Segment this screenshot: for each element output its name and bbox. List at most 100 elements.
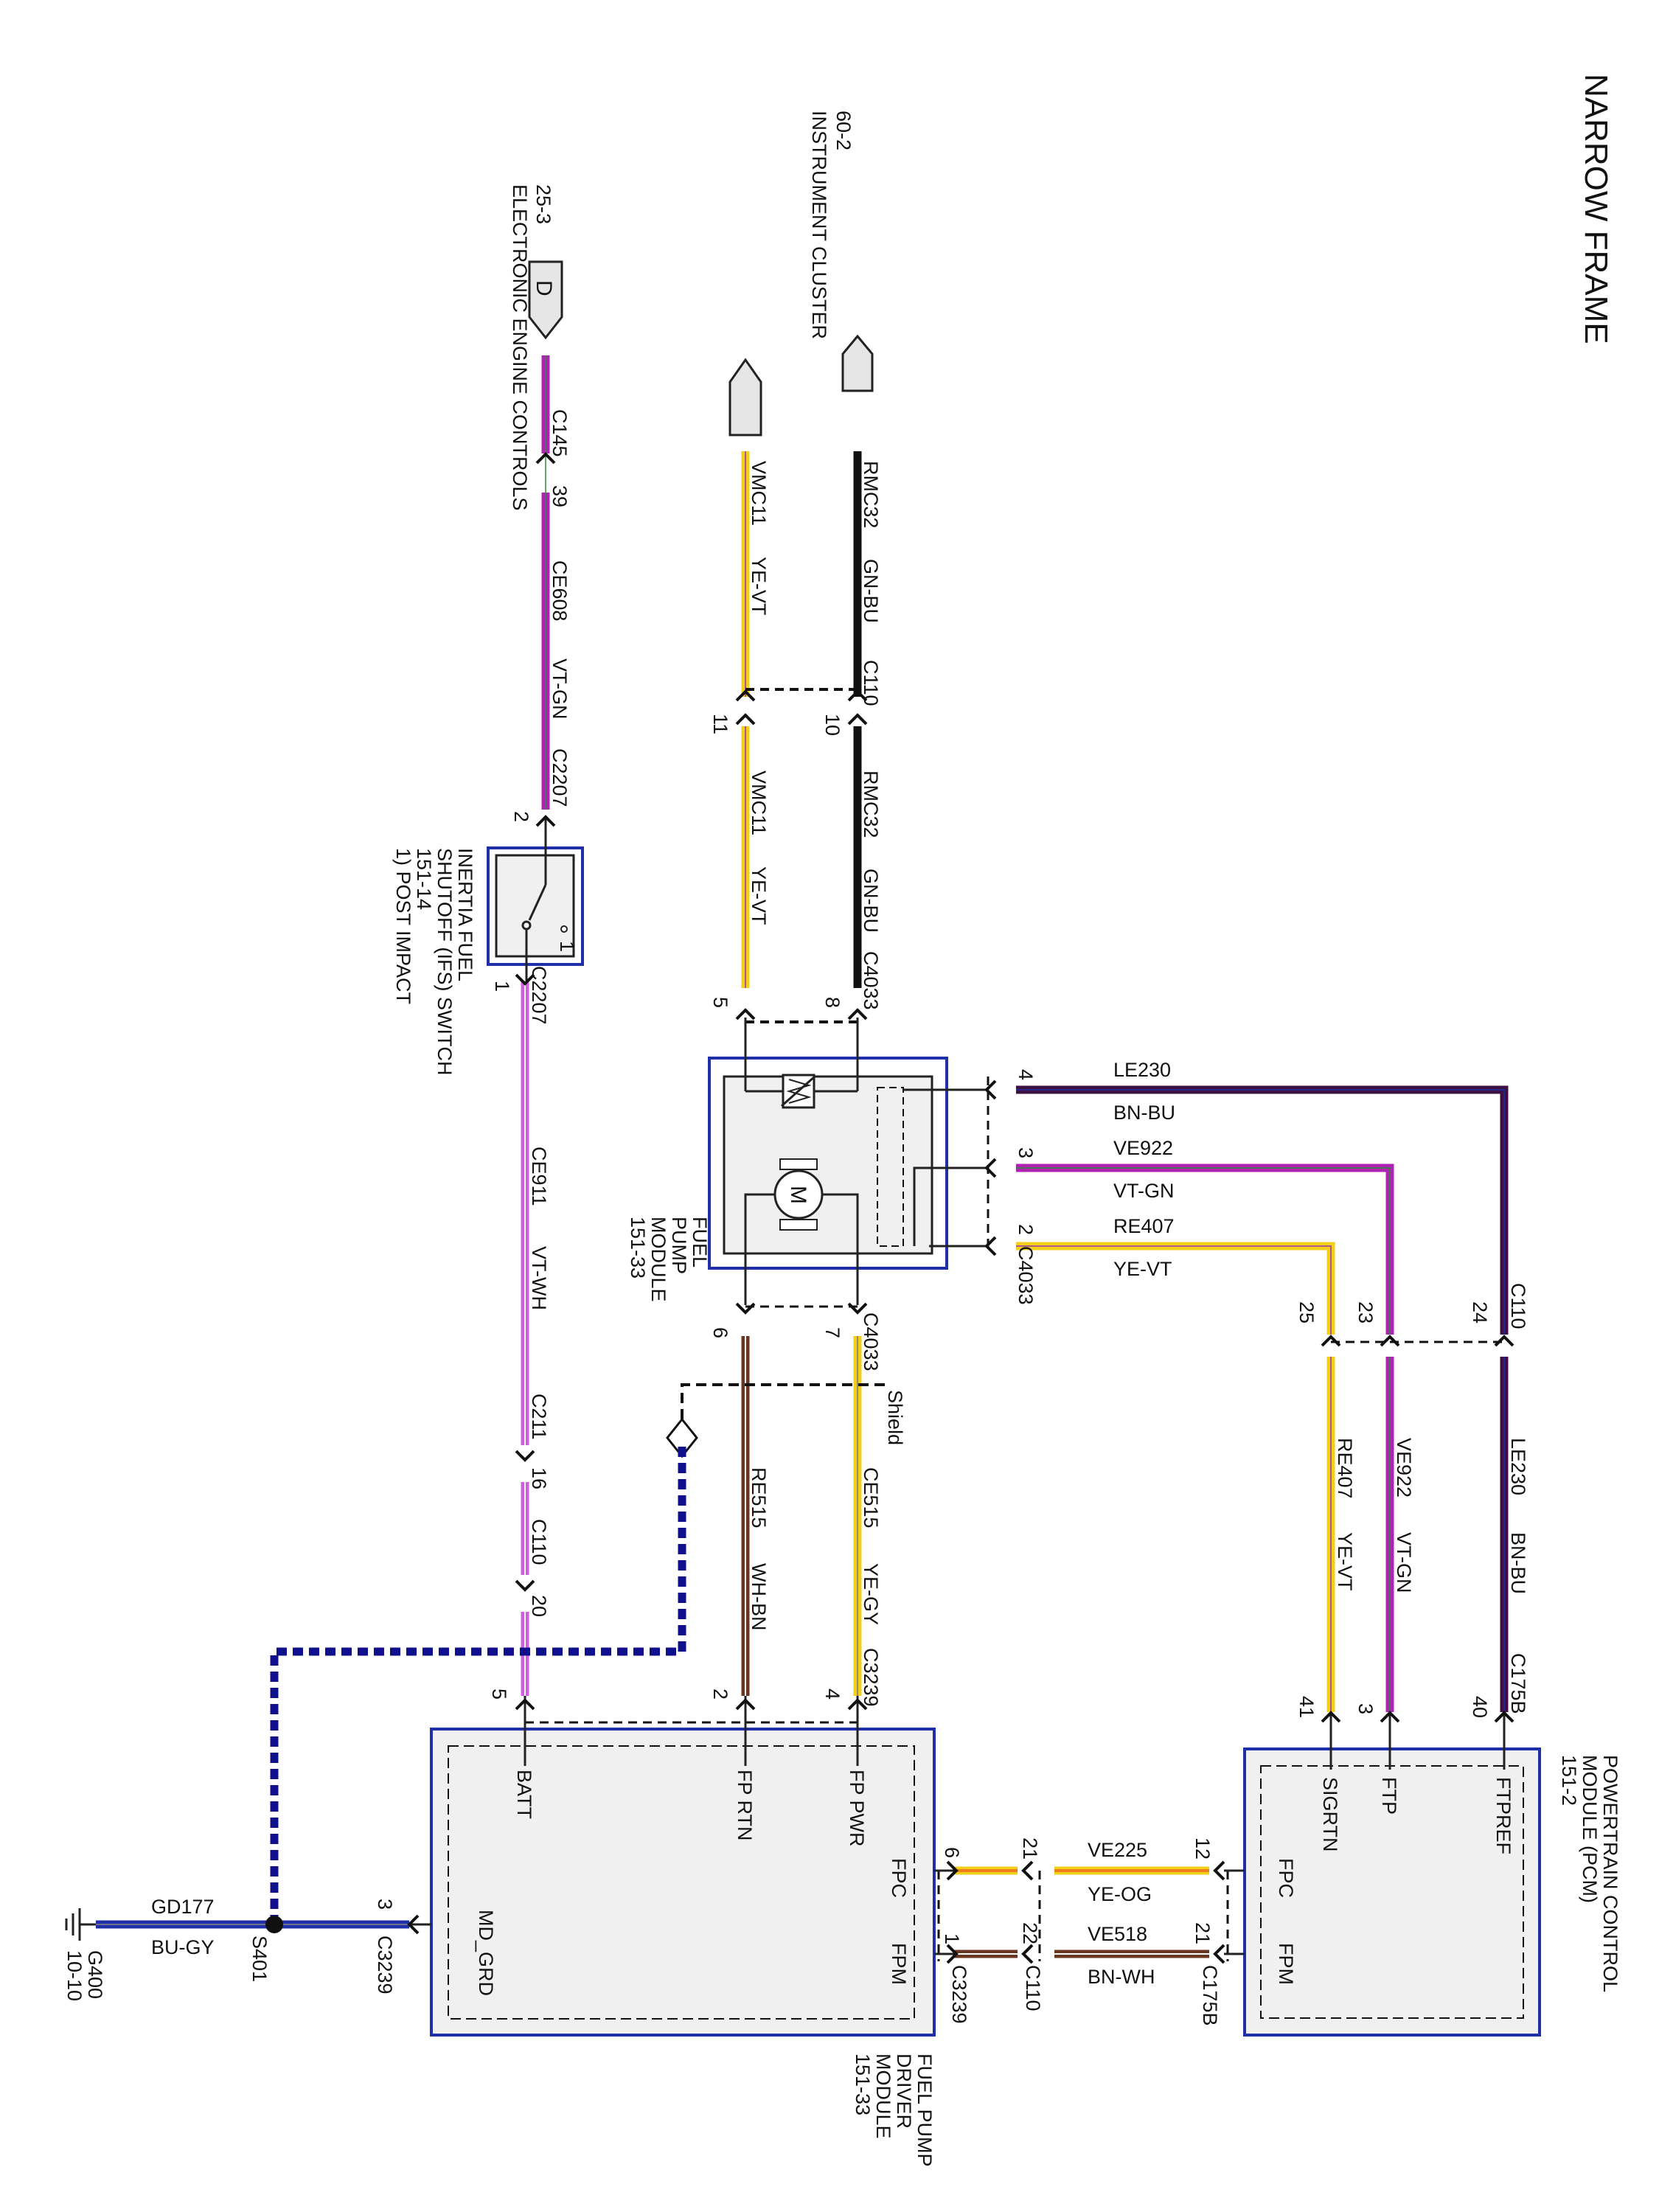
ifs-switch: 1 [487, 846, 584, 966]
c110-mid-pin: 20 [528, 1595, 550, 1617]
vmc11-top-id: VMC11 [748, 461, 770, 526]
pin-5-label: 5 [709, 997, 731, 1008]
ce608-color: VT-GN [549, 658, 571, 720]
ifs-pin-bottom: 1 [491, 981, 513, 992]
splice-s401-label: S401 [248, 1935, 271, 1982]
pin-21a: 21 [1019, 1837, 1041, 1860]
c110-mid-label: C110 [528, 1519, 550, 1565]
c110-cluster-label: C110 [860, 660, 882, 706]
wire-ve922-h [1016, 1164, 1394, 1335]
gd177-color: BU-GY [151, 1936, 215, 1958]
pin-vmc11-c110: 11 [709, 714, 731, 734]
pin-25: 25 [1295, 1301, 1318, 1324]
le230-h-id: LE230 [1113, 1059, 1171, 1081]
fpdm-pin-batt: BATT [513, 1770, 535, 1819]
eec-label: ELECTRONIC ENGINE CONTROLS [509, 184, 531, 511]
cluster-connector-vmc11 [728, 358, 762, 437]
vmc11-low-id: VMC11 [748, 771, 770, 835]
connector-chevrons [407, 452, 1514, 1964]
c145-pin: 39 [549, 485, 571, 507]
fpdm-pin-fp-rtn: FP RTN [734, 1770, 756, 1841]
ce911-color: VT-WH [528, 1246, 550, 1310]
pin-8-label: 8 [821, 997, 844, 1008]
pcm-label-1: MODULE (PCM) [1579, 1755, 1601, 1903]
re407-v-id: RE407 [1334, 1438, 1356, 1499]
c110-right-label: C110 [1507, 1283, 1529, 1329]
ve922-h-color: VT-GN [1113, 1180, 1175, 1202]
rmc32-low-id: RMC32 [860, 771, 882, 838]
pin-rmc32-c110: 10 [821, 714, 844, 736]
c145-label: C145 [549, 409, 571, 457]
pcm-pin-ftp: FTP [1378, 1777, 1400, 1815]
fpm-label-1: PUMP [668, 1217, 690, 1274]
c2207-bot-label: C2207 [528, 966, 550, 1025]
pin-3-pcm: 3 [1354, 1703, 1377, 1714]
ifs-pin-top: 2 [510, 811, 532, 822]
pin-5-fpdm: 5 [488, 1688, 510, 1700]
fpdm-pin-fp-pwr: FP PWR [846, 1770, 868, 1847]
eec-pin-label: D [532, 280, 556, 296]
instrument-cluster-page: 60-2 [832, 111, 855, 150]
re407-h-id: RE407 [1113, 1215, 1175, 1237]
pcm-pin-fpm: FPM [1275, 1943, 1297, 1985]
pin-7: 7 [821, 1327, 844, 1338]
pin-6-fpdm: 6 [941, 1847, 963, 1858]
re515-id: RE515 [748, 1467, 770, 1528]
fpdm-pin-fpc: FPC [888, 1858, 910, 1898]
ce515-id: CE515 [860, 1467, 882, 1528]
fpm-label-2: MODULE [647, 1217, 669, 1302]
c2207-top-label: C2207 [549, 748, 571, 807]
ve225-color: YE-OG [1088, 1883, 1152, 1905]
le230-v-color: BN-BU [1507, 1532, 1529, 1594]
ifs-label-3: 1) POST IMPACT [392, 848, 414, 1004]
pcm-pin-sigrtn: SIGRTN [1319, 1777, 1341, 1852]
ifs-contact-1: 1 [556, 941, 578, 952]
ground-symbol [65, 1908, 96, 1941]
ve225-id: VE225 [1088, 1839, 1147, 1861]
ve922-h-id: VE922 [1113, 1137, 1173, 1159]
fuel-pump-driver-module: BATT FP RTN FP PWR FPC FPM MD_GRD [409, 1696, 955, 2037]
vmc11-top-color: YE-VT [748, 557, 770, 616]
pin-22: 22 [1019, 1922, 1041, 1944]
splice-s401-dot [265, 1916, 283, 1933]
diagram-title: NARROW FRAME [1578, 74, 1614, 344]
ve922-v-id: VE922 [1393, 1438, 1415, 1498]
c4033-bot-label: C4033 [860, 1312, 882, 1371]
c211-pin: 16 [528, 1467, 550, 1489]
ifs-label-1: SHUTOFF (IFS) SWITCH [434, 848, 456, 1075]
ifs-label-2: 151-14 [413, 848, 435, 910]
ce515-color: YE-GY [860, 1563, 882, 1625]
shield-ground-dash [270, 1447, 686, 1924]
ifs-label-0: INERTIA FUEL [454, 848, 476, 981]
le230-h-color: BN-BU [1113, 1102, 1175, 1124]
motor-symbol-label: M [786, 1186, 810, 1204]
fpdm-label-1: DRIVER [893, 2053, 915, 2129]
pcm-label-2: 151-2 [1558, 1755, 1580, 1806]
re407-v-color: YE-VT [1334, 1532, 1356, 1591]
fpdm-label-3: 151-33 [852, 2053, 874, 2115]
wire-le230-h [1016, 1085, 1509, 1335]
pcm-pin-ftpref: FTPREF [1492, 1777, 1514, 1854]
shield-dash [666, 1383, 885, 1458]
pin-23: 23 [1354, 1301, 1377, 1324]
rmc32-top-color: GN-BU [860, 559, 882, 623]
c3239-gnd-label: C3239 [374, 1935, 396, 1994]
pcm-pin-fpc: FPC [1275, 1858, 1297, 1898]
le230-v-id: LE230 [1507, 1438, 1529, 1495]
ground-id: G400 [84, 1950, 106, 1999]
re515-color: WH-BN [748, 1563, 770, 1630]
fpm-label-3: 151-33 [627, 1217, 649, 1279]
c4033-top-label: C4033 [860, 951, 882, 1010]
pin-3-fpm: 3 [1015, 1147, 1037, 1158]
pin-2-fpdm: 2 [709, 1688, 731, 1700]
pin-6: 6 [709, 1327, 731, 1338]
c4033-right-label: C4033 [1015, 1246, 1037, 1305]
vmc11-low-color: YE-VT [748, 866, 770, 925]
fpdm-label-0: FUEL PUMP [914, 2053, 936, 2167]
rmc32-low-color: GN-BU [860, 869, 882, 933]
pin-21b: 21 [1192, 1922, 1214, 1944]
ce911-id: CE911 [528, 1147, 550, 1206]
c211-label: C211 [528, 1394, 550, 1440]
c175b-top-label: C175B [1507, 1653, 1529, 1714]
